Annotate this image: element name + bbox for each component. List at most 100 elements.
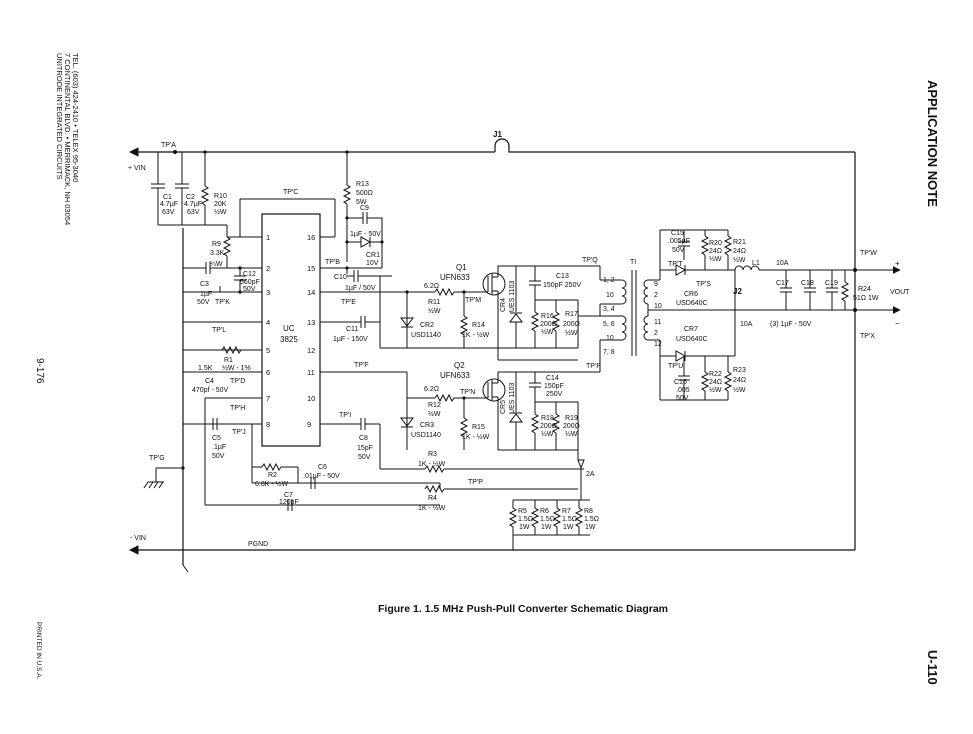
tpk-label: TP'K — [215, 299, 230, 306]
c13-value: 150pF 250V — [543, 282, 581, 289]
tpw-label: TP'W — [860, 250, 877, 257]
r22-value: 24Ω — [709, 379, 722, 386]
c1-value: 4.7µF — [160, 201, 178, 208]
tps-label: TP'S — [696, 281, 711, 288]
c2-name: C2 — [186, 194, 195, 201]
c15-name: C15 — [671, 230, 684, 237]
header-title: APPLICATION NOTE — [925, 80, 940, 207]
r11-ohms: 6.2Ω — [424, 283, 439, 290]
r6-rating: 1W — [541, 524, 552, 531]
c8-rating: 50V — [358, 454, 371, 461]
r2-value: 6.8K - ½W — [255, 480, 288, 488]
c17-name: C17 — [776, 280, 789, 287]
c5-name: C5 — [212, 435, 221, 442]
tpp-label: TP'P — [468, 479, 483, 486]
r17-rating: ½W — [565, 329, 578, 337]
r20-rating: ½W — [709, 255, 722, 263]
t1-p1: 1, 2 — [603, 277, 615, 284]
gate-drive: TP'E C11 1µF - 150V TP'F TP'I — [320, 276, 498, 430]
r17-value: 200Ω — [563, 321, 580, 328]
ic-pin-right: 13 — [307, 318, 315, 327]
r9-value: 3.3K — [210, 250, 225, 257]
sense-labels: R5 1.5Ω 1W R6 1.5Ω 1W R7 1.5Ω 1W R8 1.5Ω… — [518, 508, 599, 531]
tpx-label: TP'X — [860, 333, 875, 340]
r19-rating: ½W — [565, 430, 578, 438]
c7-value: 120pF — [279, 499, 299, 506]
r23-name: R23 — [733, 367, 746, 374]
c11-value: 1µF - 150V — [333, 336, 368, 343]
c12-value: 560pF — [240, 279, 260, 286]
r14-name: R14 — [472, 322, 485, 329]
header-block: APPLICATION NOTE U-110 — [925, 80, 940, 685]
r24-name: R24 — [858, 286, 871, 293]
r3-name: R3 — [428, 451, 437, 458]
c8-name: C8 — [359, 435, 368, 442]
tpa-label: TP'A — [161, 142, 176, 149]
sense-resistor-group — [508, 500, 584, 535]
cr5-part: UES 1103 — [509, 383, 516, 414]
c14-name: C14 — [546, 375, 559, 382]
t1-s1: 9 — [654, 281, 658, 288]
r23-rating: ½W — [733, 386, 746, 394]
fuse-label: 2A — [586, 471, 595, 478]
r5-value: 1.5Ω — [518, 516, 533, 523]
feedback-network: R2 6.8K - ½W C6 .01µF - 50V C7 120pF R3 … — [204, 398, 578, 512]
ic-pin-right: 11 — [307, 368, 315, 377]
q2-name: Q2 — [454, 361, 465, 370]
t1-p2: 10 — [606, 292, 614, 299]
ic-pin-right: 12 — [307, 346, 315, 355]
i10a-top: 10A — [776, 260, 789, 267]
output-rectifier: C15 .005µF 50V R20 24Ω ½W R21 24Ω ½W TP'… — [648, 229, 910, 402]
cr1-value: 10V — [366, 260, 379, 267]
c19-name: C19 — [825, 280, 838, 287]
cr6-name: CR6 — [684, 291, 698, 298]
ic-pin-left: 7 — [266, 394, 270, 403]
cr7-value: USD640C — [676, 336, 708, 343]
c6-value: .01µF - 50V — [303, 473, 340, 480]
ic-pin-left: 6 — [266, 368, 270, 377]
c1-name: C1 — [163, 194, 172, 201]
c16-name: C16 — [674, 379, 687, 386]
r9-name: R9 — [212, 241, 221, 248]
t1-p4: 5, 6 — [603, 321, 615, 328]
ic-pin-right: 10 — [307, 394, 315, 403]
r22-name: R22 — [709, 371, 722, 378]
ic-pin-left: 4 — [266, 318, 270, 327]
r21-value: 24Ω — [733, 248, 746, 255]
c5-value: .1µF — [212, 444, 226, 451]
r19-value: 200Ω — [563, 423, 580, 430]
c2-rating: 63V — [187, 209, 200, 216]
cr3-value: USD1140 — [411, 432, 441, 439]
c4-value: 470pf - 50V — [192, 387, 229, 394]
transformer-t1: TI 1, 2 10 3, 4 5, 6 10 7, 8 9 2 10 11 2… — [577, 259, 662, 372]
r22-rating: ½W — [709, 386, 722, 394]
ic-pin-right: 15 — [307, 264, 315, 273]
r8-rating: 1W — [585, 524, 596, 531]
r7-value: 1.5Ω — [562, 516, 577, 523]
c14-value: 150pF — [544, 383, 564, 390]
caps-out-label: (3) 1µF - 50V — [770, 321, 812, 328]
c2-value: 4.7µF — [184, 201, 202, 208]
c12-rating: 50V — [243, 286, 256, 293]
tph-label: TP'H — [230, 405, 245, 412]
r18-value: 200Ω — [540, 423, 557, 430]
tpe-label: TP'E — [341, 299, 356, 306]
r16-rating: ½W — [541, 328, 554, 336]
c4-name: C4 — [205, 378, 214, 385]
company-line-3: TEL. (603) 424-2410 • TELEX 95-3040 — [71, 53, 80, 182]
j1-label: J1 — [493, 130, 502, 139]
t1-s6: 12 — [654, 341, 662, 348]
cr3-name: CR3 — [420, 422, 434, 429]
r7-rating: 1W — [563, 524, 574, 531]
figure-caption: Figure 1. 1.5 MHz Push-Pull Converter Sc… — [378, 603, 668, 615]
t1-s4: 11 — [654, 319, 661, 326]
tpu-label: TP'U — [668, 363, 683, 370]
r16-name: R16 — [541, 313, 554, 320]
cr2-value: USD1140 — [411, 332, 441, 339]
r10-rating: ½W — [214, 208, 227, 216]
cr5-name: CR5 — [500, 400, 507, 414]
sense-resistor — [530, 500, 540, 535]
cr4-part: UES 1103 — [509, 281, 516, 312]
ic-label-line1: UC — [283, 324, 295, 333]
